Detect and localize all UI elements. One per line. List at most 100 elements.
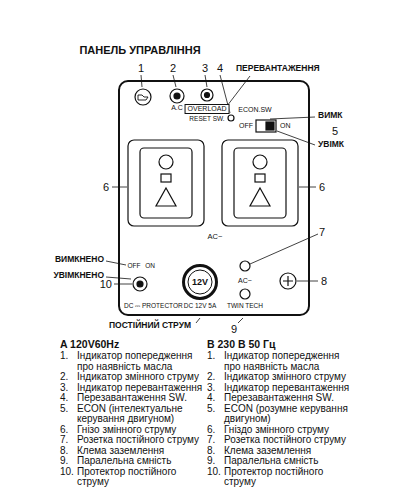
list-item: 5.ECON (інтелектуальне керування двигуно… bbox=[60, 404, 207, 425]
list-item: 6.Гнізо змінного струму bbox=[60, 425, 207, 436]
dc-protector-button bbox=[137, 281, 143, 287]
item-number: 4. bbox=[60, 393, 77, 404]
leader-line bbox=[299, 187, 316, 188]
callout-text: ВИМК bbox=[318, 111, 343, 120]
socket-hole bbox=[159, 155, 173, 169]
callout-number: 6 bbox=[103, 181, 109, 193]
item-text: Паралельна ємність bbox=[77, 456, 207, 467]
callout-number: 1 bbox=[138, 62, 144, 74]
ac-lamp bbox=[174, 93, 180, 99]
leader-line bbox=[114, 284, 132, 285]
panel-marking: OFF bbox=[128, 262, 141, 269]
socket-latch bbox=[255, 174, 265, 182]
list-item: 3.Індикатор перевантаження bbox=[60, 383, 207, 394]
callout-number: 10 bbox=[100, 278, 112, 290]
ac-indicator bbox=[170, 89, 184, 103]
list-item: 2.Індикатор змінного струму bbox=[207, 372, 356, 383]
list-heading: B 230 B 50 Гц bbox=[207, 338, 356, 351]
list-item: 7.Розетка постійного струму bbox=[207, 435, 356, 446]
panel-marking: RESET SW. bbox=[189, 115, 224, 122]
item-number: 3. bbox=[60, 383, 77, 394]
oil-icon bbox=[138, 95, 148, 100]
item-number: 1. bbox=[207, 351, 224, 372]
panel-marking: TWIN TECH bbox=[227, 302, 263, 309]
panel-title: ПАНЕЛЬ УПРАВЛІННЯ bbox=[79, 44, 200, 56]
callout-text: ВИМКНЕНО bbox=[55, 255, 104, 264]
item-number: 5. bbox=[207, 404, 224, 425]
socket-label: 12V bbox=[192, 277, 208, 287]
item-number: 7. bbox=[207, 435, 224, 446]
panel-marking: OFF bbox=[239, 122, 253, 130]
list-item: 1.Індикатор попередження про наявність м… bbox=[60, 351, 207, 372]
panel-marking: AC~ bbox=[208, 233, 223, 241]
ac-socket bbox=[128, 140, 204, 226]
callout-number: 4 bbox=[217, 62, 223, 74]
warning-triangle bbox=[250, 188, 270, 206]
callout-number: 3 bbox=[202, 62, 208, 74]
ground-screw bbox=[283, 276, 293, 286]
item-text: ECON (інтелектуальне керування двигуном) bbox=[77, 404, 207, 425]
overload-indicator bbox=[201, 89, 213, 101]
panel-marking: ECON.SW bbox=[238, 106, 271, 114]
item-number: 8. bbox=[207, 446, 224, 457]
callout-number: 8 bbox=[321, 275, 327, 287]
item-number: 5. bbox=[60, 404, 77, 425]
reset-button bbox=[228, 115, 234, 121]
list-item: 9.Паралельна ємність bbox=[60, 456, 207, 467]
leader-line bbox=[250, 234, 318, 264]
callout-text: ПОСТІЙНИЙ СТРУМ bbox=[109, 321, 191, 330]
item-text: Гнізо змінного струму bbox=[77, 425, 207, 436]
dc-socket-circle: 12V bbox=[182, 264, 218, 300]
list-item: 6.Гніздо змінного струму bbox=[207, 425, 356, 436]
item-text: Клема заземлення bbox=[224, 446, 356, 457]
callout-number: 6 bbox=[319, 181, 325, 193]
item-text: Паралельна ємність bbox=[224, 456, 356, 467]
item-text: Розетка постійного струму bbox=[224, 435, 356, 446]
item-number: 8. bbox=[60, 446, 77, 457]
item-number: 4. bbox=[207, 393, 224, 404]
inner-ring bbox=[188, 270, 212, 294]
callout-number: 7 bbox=[319, 226, 325, 238]
leader-line bbox=[238, 318, 243, 323]
item-number: 2. bbox=[207, 372, 224, 383]
list-item: 5.ECON (розумне керування двигуном) bbox=[207, 404, 356, 425]
list-item: 4.Перезавантаження SW. bbox=[207, 393, 356, 404]
item-text: Перезавантаження SW. bbox=[77, 393, 207, 404]
item-number: 6. bbox=[207, 425, 224, 436]
item-text: Індикатор змінного струму bbox=[77, 372, 207, 383]
list-heading: A 120V60Hz bbox=[60, 338, 207, 351]
item-number: 7. bbox=[60, 435, 77, 446]
econ-toggle bbox=[266, 122, 274, 130]
item-text: Розетка постійного струму bbox=[77, 435, 207, 446]
panel-marking: OVERLOAD bbox=[185, 104, 230, 114]
list-item: 8.Клема заземлення bbox=[207, 446, 356, 457]
list-item: 2.Індикатор змінного струму bbox=[60, 372, 207, 383]
list-item: 10.Протектор постійного струму bbox=[60, 467, 207, 488]
item-number: 6. bbox=[60, 425, 77, 436]
item-text: Індикатор перевантаження bbox=[224, 383, 356, 394]
list-item: 7.Розетка постійного струму bbox=[60, 435, 207, 446]
oil-indicator bbox=[135, 89, 151, 105]
item-text: Клема заземлення bbox=[77, 446, 207, 457]
item-text: Індикатор перевантаження bbox=[77, 383, 207, 394]
panel-parts bbox=[128, 89, 298, 299]
item-number: 9. bbox=[60, 456, 77, 467]
econ-switch bbox=[256, 120, 276, 132]
item-text: ECON (розумне керування двигуном) bbox=[224, 404, 356, 425]
callout-number: 9 bbox=[231, 323, 237, 335]
item-number: 10. bbox=[207, 467, 224, 488]
outer-ring bbox=[184, 266, 217, 299]
leader-line bbox=[106, 261, 126, 265]
callout-text: ПЕРЕВАНТАЖЕННЯ bbox=[236, 64, 320, 73]
callout-text: УВІМКНЕНО bbox=[53, 271, 104, 280]
leader-lines bbox=[106, 75, 318, 323]
socket-hole bbox=[253, 155, 267, 169]
socket-cover bbox=[140, 148, 192, 218]
parallel-terminal bbox=[240, 261, 250, 271]
item-number: 9. bbox=[207, 456, 224, 467]
callout-number: 5 bbox=[332, 125, 338, 137]
dc-protector bbox=[133, 277, 147, 291]
item-number: 1. bbox=[60, 351, 77, 372]
panel-marking: A.C bbox=[171, 104, 183, 112]
panel-marking: DC ⎓ PROTECTOR bbox=[124, 302, 183, 309]
